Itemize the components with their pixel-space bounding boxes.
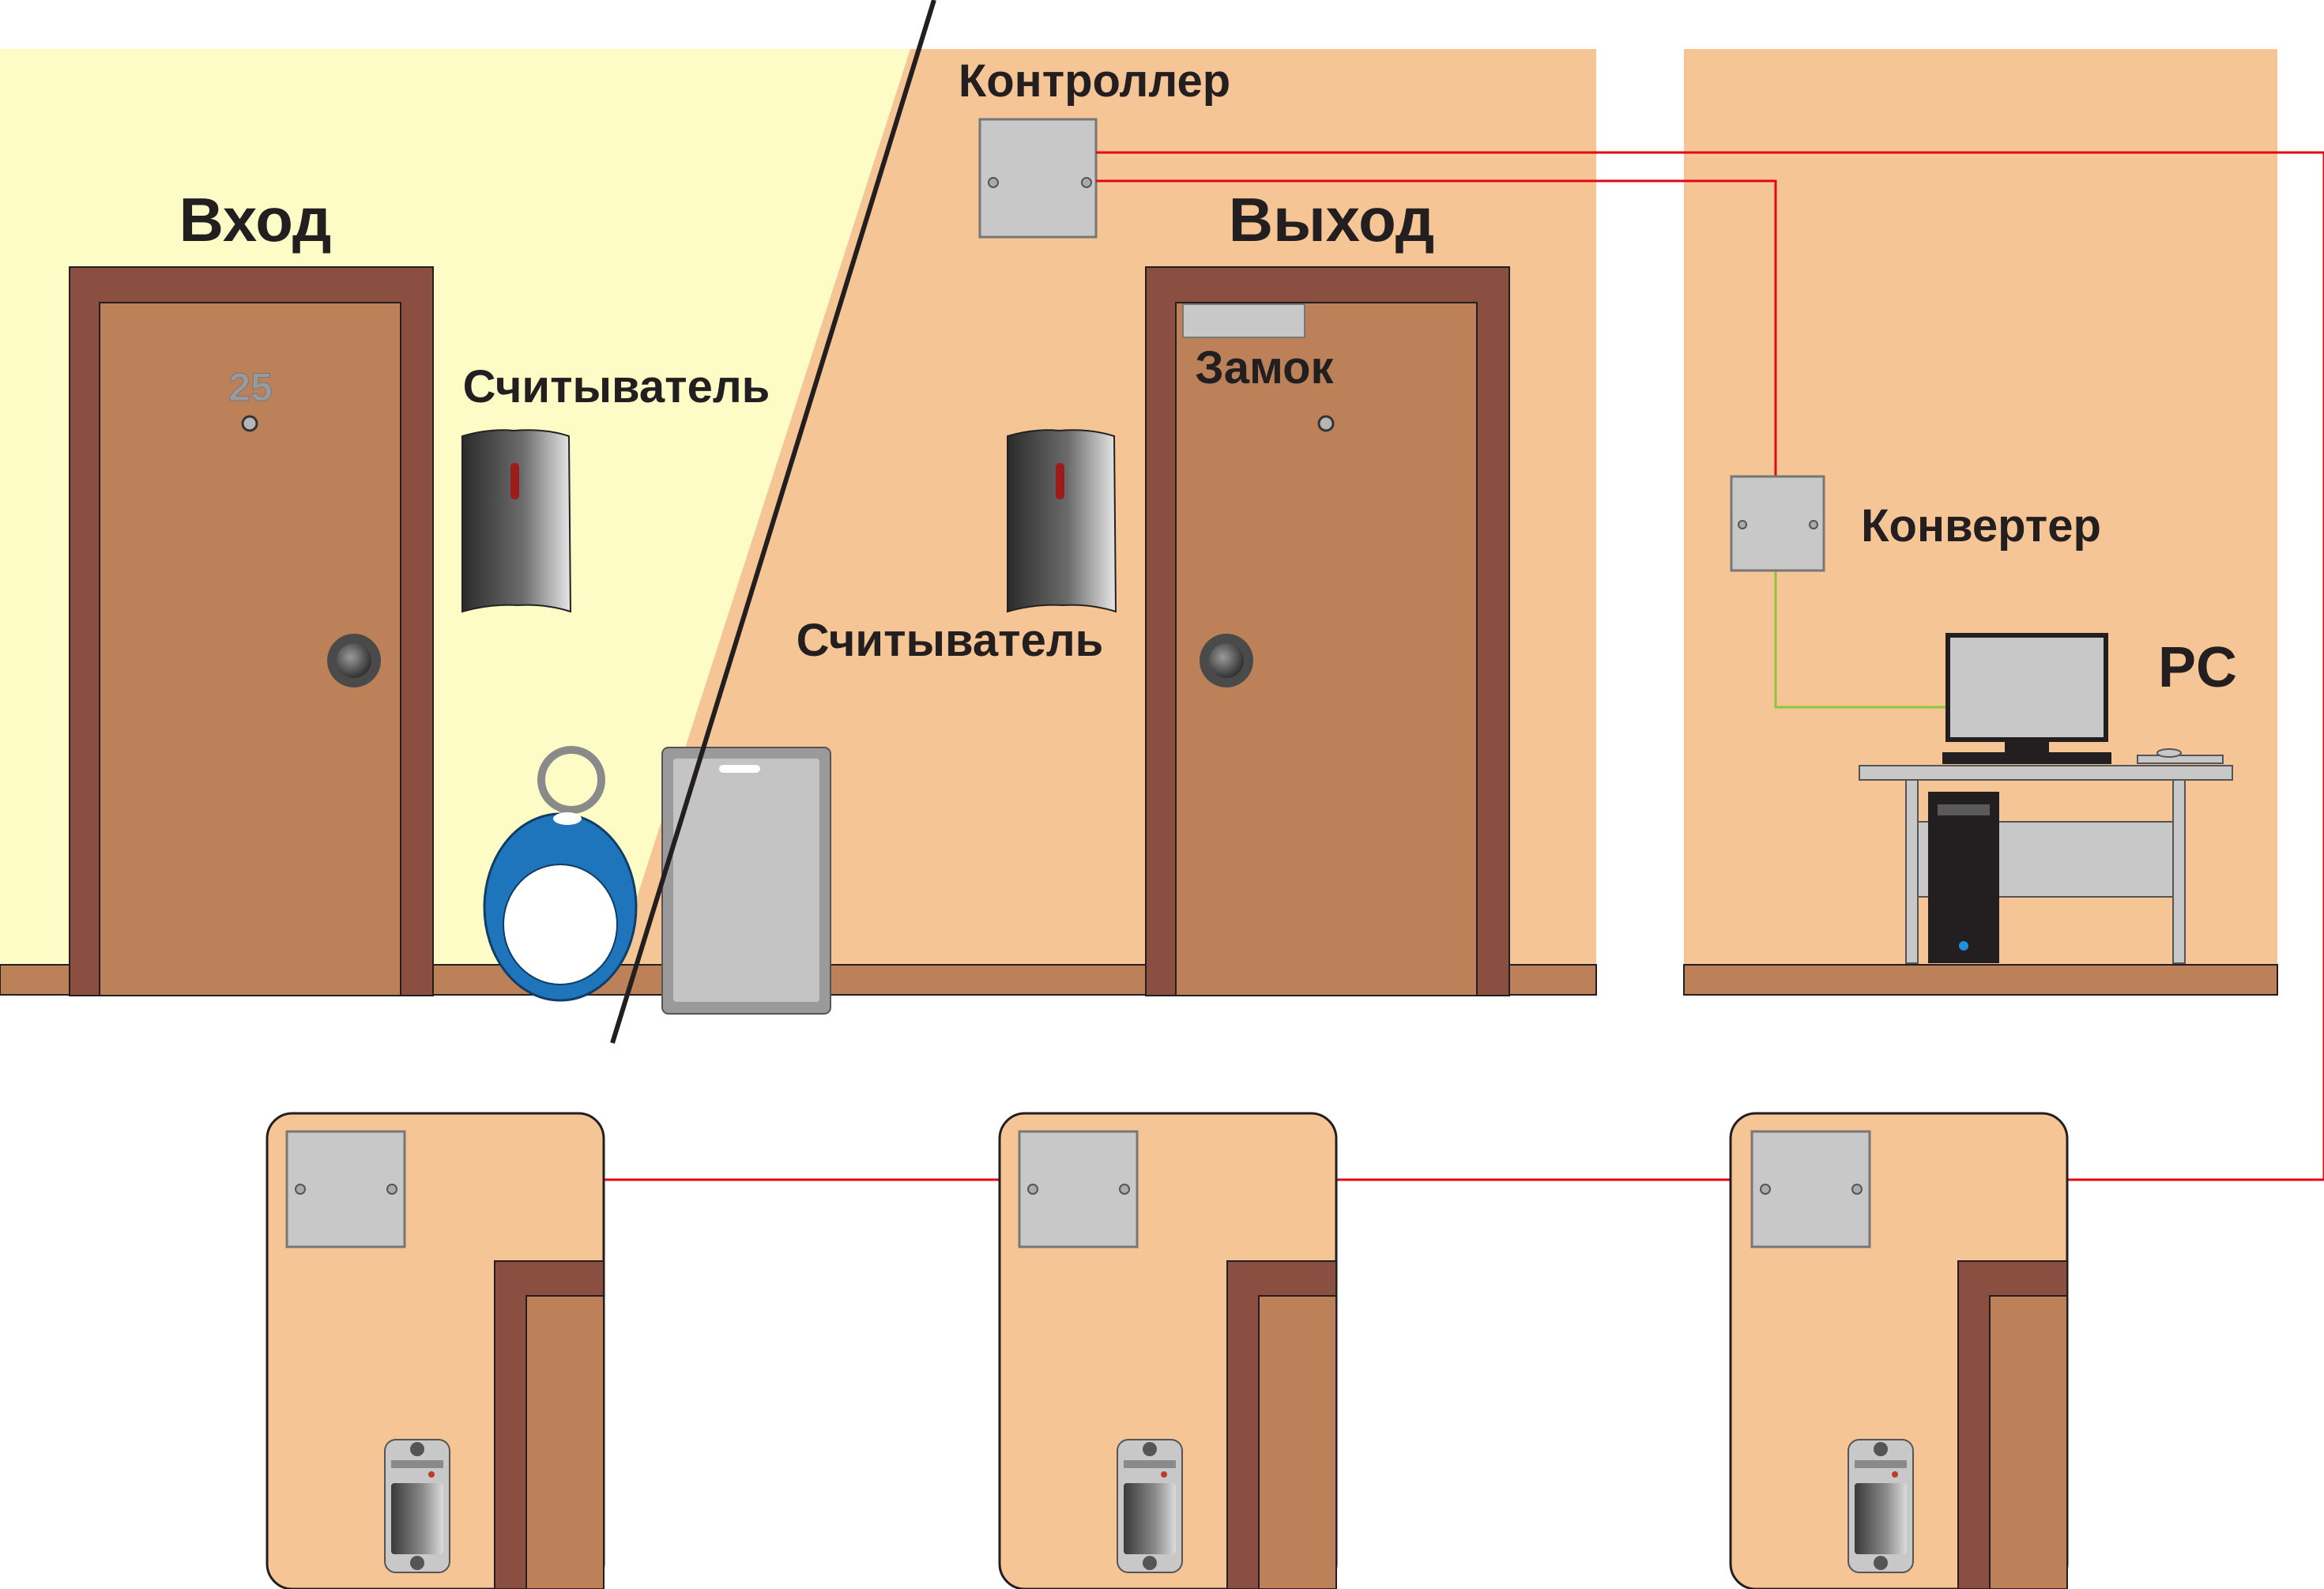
controller-label: Контроллер — [959, 55, 1230, 107]
lock-label: Замок — [1195, 342, 1334, 393]
controller-box-icon — [1750, 1130, 1871, 1248]
controller-box-icon — [978, 118, 1098, 239]
door-knob-icon — [1200, 634, 1253, 687]
door-leaf — [525, 1295, 605, 1589]
entrance-label: Вход — [179, 185, 332, 254]
controller-box-icon — [1018, 1130, 1139, 1248]
door-number: 25 — [228, 365, 273, 409]
exit-label: Выход — [1229, 185, 1435, 254]
network-node-3 — [1729, 1112, 2069, 1589]
controller-box-icon — [285, 1130, 406, 1248]
proximity-reader-icon — [461, 429, 572, 613]
reader-label-left: Считыватель — [463, 361, 770, 412]
proximity-reader-icon — [1848, 1439, 1914, 1573]
proximity-reader-icon — [1007, 429, 1117, 613]
exit-door — [1145, 266, 1510, 996]
reader-label-right: Считыватель — [797, 615, 1104, 666]
key-fob-icon — [483, 746, 638, 1002]
electric-lock-icon — [1182, 303, 1305, 338]
pc-label: PC — [2158, 636, 2237, 699]
entrance-door — [69, 266, 434, 996]
door-knob-icon — [327, 634, 381, 687]
usb-cable — [1774, 570, 1949, 709]
proximity-card-icon — [661, 747, 831, 1015]
network-node-2 — [998, 1112, 1338, 1589]
door-leaf — [1989, 1295, 2068, 1589]
proximity-reader-icon — [1117, 1439, 1183, 1573]
proximity-reader-icon — [384, 1439, 450, 1573]
converter-label: Конвертер — [1861, 500, 2101, 552]
door-leaf — [1258, 1295, 1337, 1589]
floor-strip-server — [1683, 964, 2278, 996]
peephole-icon — [1317, 415, 1335, 432]
peephole-icon — [241, 415, 258, 432]
network-node-1 — [266, 1112, 605, 1589]
converter-box-icon — [1730, 475, 1825, 572]
zone-separator-line — [610, 0, 936, 1044]
desktop-computer-icon — [1859, 633, 2233, 964]
